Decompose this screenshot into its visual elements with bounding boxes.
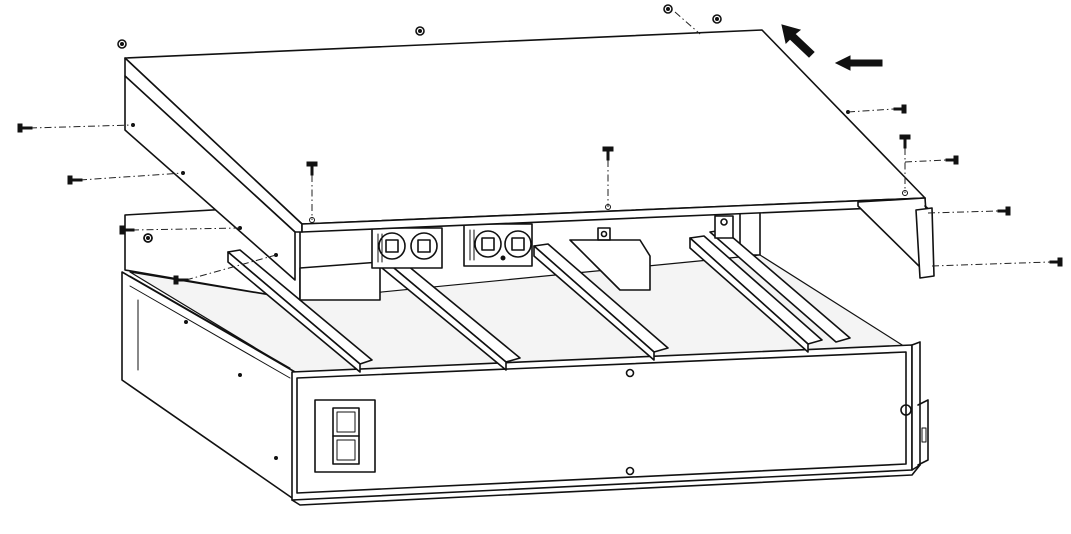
- screw-icon: [712, 14, 722, 24]
- power-connector-left: [371, 227, 443, 269]
- slide-arrow-horizontal: [834, 55, 883, 71]
- screw-alignment-lines: [29, 11, 1051, 281]
- front-screw-hole: [625, 466, 635, 476]
- screw-icon: [17, 123, 33, 133]
- screw-icon: [173, 275, 189, 285]
- top-cover: [124, 29, 935, 281]
- screw-icon: [602, 146, 614, 161]
- screw-icon: [117, 39, 127, 49]
- internal-rails: [227, 215, 851, 373]
- screw-icon: [899, 134, 911, 149]
- screw-icon: [415, 26, 425, 36]
- screw-icon: [119, 225, 135, 235]
- screw-icon: [306, 161, 318, 176]
- screw-icon: [143, 233, 153, 243]
- screw-icon: [1049, 257, 1063, 267]
- screw-icon: [67, 175, 83, 185]
- screw-icon: [663, 4, 673, 14]
- front-screw-hole: [625, 368, 635, 378]
- screws: [17, 4, 1063, 285]
- screw-icon: [945, 155, 959, 165]
- slide-arrow-diagonal: [781, 24, 815, 58]
- screw-icon: [893, 104, 907, 114]
- screw-icon: [997, 206, 1011, 216]
- power-connector-right: [463, 223, 533, 267]
- front-led-hole: [900, 404, 912, 416]
